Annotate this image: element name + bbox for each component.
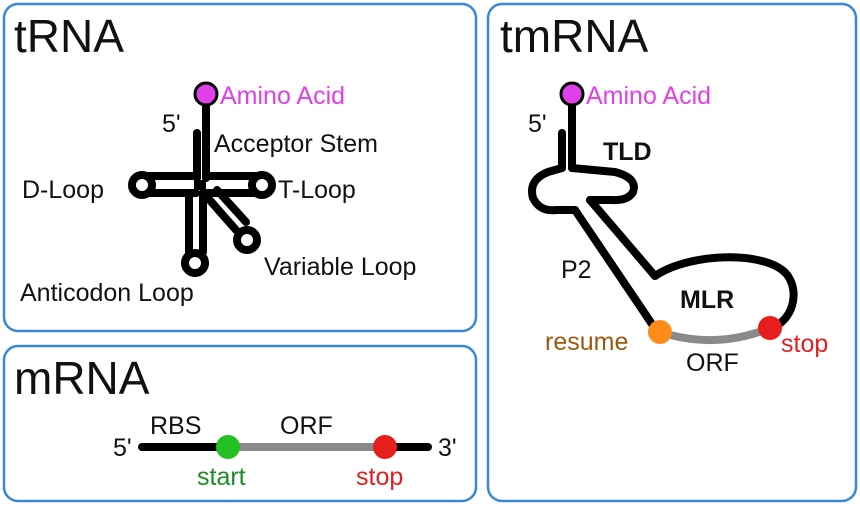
trna-panel — [2, 2, 478, 333]
trna-structure — [128, 99, 276, 277]
tmrna-p2-label: P2 — [561, 256, 592, 284]
trna-d-loop-label: D-Loop — [22, 176, 104, 204]
tmrna-structure — [528, 99, 798, 345]
tmrna-resume-label: resume — [545, 328, 628, 356]
mrna-rbs-label: RBS — [150, 412, 201, 440]
trna-t-loop-label: T-Loop — [278, 176, 356, 204]
mrna-start-label: start — [197, 463, 246, 491]
tmrna-title: tmRNA — [500, 10, 649, 62]
trna-five-prime-label: 5' — [162, 110, 181, 138]
tmrna-stop-dot — [758, 316, 782, 340]
mrna-orf-label: ORF — [280, 412, 333, 440]
tmrna-mlr-label: MLR — [680, 286, 734, 314]
tmrna-resume-dot — [648, 320, 672, 344]
trna-amino-acid-label: Amino Acid — [220, 82, 345, 110]
tmrna-orf-label: ORF — [686, 349, 739, 377]
mrna-stop-codon-dot — [373, 435, 397, 459]
trna-variable-loop-label: Variable Loop — [264, 253, 416, 281]
tmrna-amino-acid-dot — [559, 81, 585, 107]
mrna-three-prime-label: 3' — [438, 434, 457, 462]
tmrna-tld-label: TLD — [603, 138, 652, 166]
mrna-stop-label: stop — [356, 463, 403, 491]
trna-anticodon-loop-label: Anticodon Loop — [20, 279, 194, 307]
tmrna-five-prime-label: 5' — [528, 110, 547, 138]
mrna-panel — [2, 344, 478, 503]
mrna-start-codon-dot — [216, 435, 240, 459]
tmrna-panel — [486, 2, 858, 503]
trna-acceptor-stem-label: Acceptor Stem — [214, 130, 378, 158]
trna-amino-acid-dot — [193, 81, 219, 107]
trna-title: tRNA — [14, 10, 124, 62]
mrna-title: mRNA — [14, 352, 150, 404]
tmrna-stop-label: stop — [781, 330, 828, 358]
tmrna-amino-acid-label: Amino Acid — [586, 82, 711, 110]
mrna-five-prime-label: 5' — [113, 434, 132, 462]
